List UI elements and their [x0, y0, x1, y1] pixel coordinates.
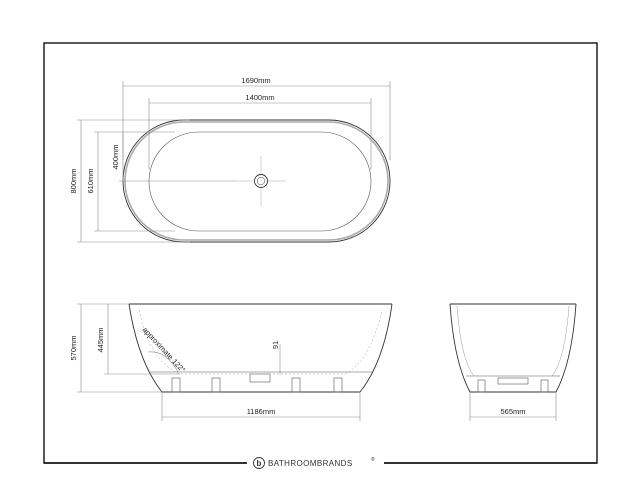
backrest-angle-arc [147, 351, 179, 373]
side-plinth-mid-left [211, 377, 221, 393]
end-left-shell [449, 303, 471, 393]
brand-name: BATHROOMBRANDS [268, 459, 353, 468]
end-view: 565mm [449, 303, 577, 421]
brand-footer: b BATHROOMBRANDS ® [44, 455, 597, 471]
plan-view: 1690mm 1400mm 800mm 610mm 400mm [69, 76, 391, 243]
side-plinth-right [333, 377, 343, 393]
brand-registered-mark: ® [371, 456, 375, 463]
side-plinth-mid-right [291, 377, 301, 393]
plan-drain-inner [256, 176, 266, 186]
side-view: 570mm 445mm approximate 122° 91 1186mm [69, 303, 393, 421]
end-plinth-right [540, 379, 549, 393]
inner-length-label: 1400mm [245, 93, 274, 102]
depth-label: 445mm [96, 327, 105, 352]
overall-width-label: 800mm [69, 168, 78, 193]
plan-inner-basin [148, 131, 372, 232]
backrest-angle-label: approximate 122° [141, 325, 188, 374]
plan-drain [254, 174, 268, 188]
drain-height-label: 91 [271, 341, 280, 349]
inner-width-label: 610mm [86, 168, 95, 193]
base-width-label: 565mm [500, 407, 525, 416]
brand-logo-letter: b [257, 459, 262, 468]
end-right-shell [555, 303, 577, 393]
overall-length-label: 1690mm [241, 76, 270, 85]
base-length-label: 1186mm [247, 407, 276, 416]
drawing-frame [43, 42, 598, 464]
end-plinth-left [477, 379, 486, 393]
side-plinth-left [171, 377, 181, 393]
end-right-inner [551, 305, 570, 377]
side-inner-basin [138, 309, 383, 375]
side-right-shell [359, 303, 393, 393]
height-label: 570mm [69, 335, 78, 360]
end-left-inner [456, 305, 475, 377]
end-plinth-mid [497, 377, 529, 385]
side-plinth-mid [249, 373, 271, 383]
side-left-shell [128, 303, 163, 393]
half-inner-width-label: 400mm [111, 144, 120, 169]
brand-logo-icon [253, 457, 265, 469]
